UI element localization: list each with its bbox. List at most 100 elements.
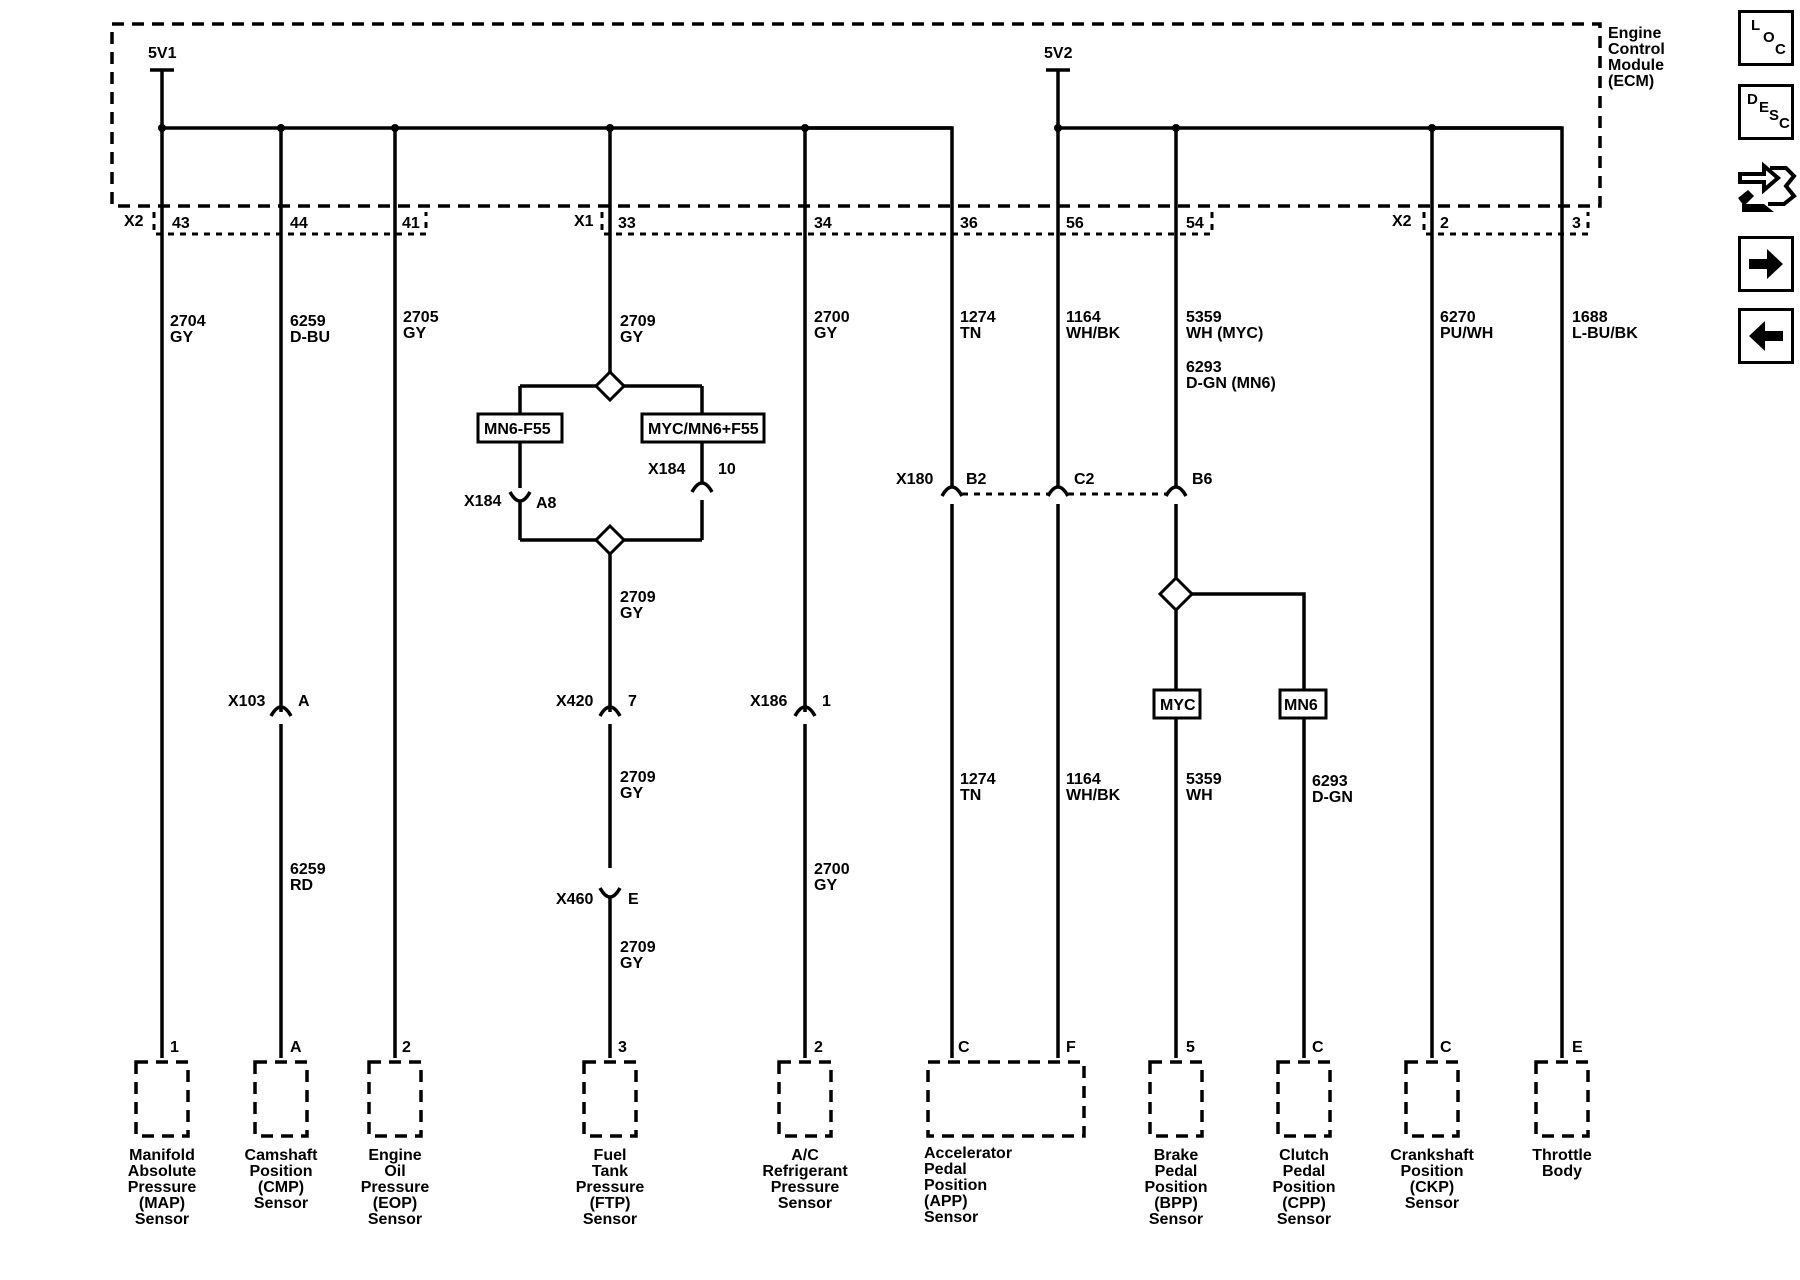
svg-text:C: C	[958, 1039, 970, 1056]
svg-text:Engine: Engine	[368, 1147, 421, 1164]
next-page-button[interactable]	[1738, 236, 1794, 292]
sensor-label-bpp: Brake Pedal Position (BPP) Sensor	[1144, 1147, 1207, 1228]
svg-text:1164: 1164	[1066, 309, 1101, 326]
supply-5v2: 5V2	[1044, 45, 1073, 128]
svg-text:E: E	[628, 891, 639, 908]
svg-text:C2: C2	[1074, 471, 1095, 488]
svg-text:(ECM): (ECM)	[1608, 73, 1654, 90]
svg-text:WH (MYC): WH (MYC)	[1186, 325, 1263, 342]
loc-letter-o: O	[1763, 29, 1775, 46]
svg-text:Pressure: Pressure	[128, 1179, 197, 1196]
svg-text:Throttle: Throttle	[1532, 1147, 1592, 1164]
svg-text:Position: Position	[1400, 1163, 1463, 1180]
svg-text:X460: X460	[556, 891, 593, 908]
ecm-boundary	[110, 22, 1602, 208]
svg-text:36: 36	[960, 215, 978, 232]
svg-text:54: 54	[1186, 215, 1204, 232]
ecm-label: Engine Control Module (ECM)	[1608, 25, 1665, 90]
svg-text:Tank: Tank	[592, 1163, 628, 1180]
svg-text:B2: B2	[966, 471, 987, 488]
svg-text:GY: GY	[620, 329, 643, 346]
desc-letter-c: C	[1779, 115, 1790, 132]
svg-text:41: 41	[402, 215, 420, 232]
svg-text:X420: X420	[556, 693, 593, 710]
supply-5v1: 5V1	[148, 45, 177, 128]
svg-text:Absolute: Absolute	[128, 1163, 197, 1180]
wire-app-signal: 1274 TN 1274 TN	[805, 126, 996, 1058]
loc-letter-l: L	[1751, 17, 1761, 34]
sensor-label-map: Manifold Absolute Pressure (MAP) Sensor	[128, 1147, 197, 1228]
svg-text:2700: 2700	[814, 309, 850, 326]
wire-eop: 2705 GY	[393, 128, 439, 1058]
connector-icon	[1738, 161, 1797, 212]
connector-x1: X1	[574, 212, 1214, 236]
location-button[interactable]: L O C	[1738, 10, 1794, 66]
svg-text:Accelerator: Accelerator	[924, 1145, 1012, 1162]
svg-text:B6: B6	[1192, 471, 1213, 488]
svg-text:Sensor: Sensor	[583, 1211, 637, 1228]
svg-text:Clutch: Clutch	[1279, 1147, 1329, 1164]
svg-text:X180: X180	[896, 471, 933, 488]
svg-text:33: 33	[618, 215, 636, 232]
svg-text:MYC: MYC	[1160, 697, 1196, 714]
svg-text:GY: GY	[403, 325, 426, 342]
connector-x2-right: X2	[1392, 212, 1590, 236]
svg-text:(MAP): (MAP)	[139, 1195, 185, 1212]
svg-text:C: C	[1440, 1039, 1452, 1056]
sensor-label-app: Accelerator Pedal Position (APP) Sensor	[924, 1145, 1012, 1226]
svg-text:Camshaft: Camshaft	[245, 1147, 319, 1164]
svg-text:PU/WH: PU/WH	[1440, 325, 1493, 342]
svg-text:Pressure: Pressure	[576, 1179, 645, 1196]
arrow-left-icon	[1749, 321, 1783, 351]
sensor-label-throttle: Throttle Body	[1532, 1147, 1592, 1180]
svg-text:Pressure: Pressure	[361, 1179, 430, 1196]
svg-text:Manifold: Manifold	[129, 1147, 195, 1164]
desc-letter-e: E	[1759, 99, 1770, 116]
svg-text:7: 7	[628, 693, 637, 710]
wire-throttle: 1688 L-BU/BK	[1432, 126, 1638, 1058]
svg-text:2: 2	[814, 1039, 823, 1056]
svg-text:2: 2	[1440, 215, 1449, 232]
svg-text:X103: X103	[228, 693, 265, 710]
svg-text:MN6: MN6	[1284, 697, 1318, 714]
svg-text:A8: A8	[536, 495, 557, 512]
svg-text:WH/BK: WH/BK	[1066, 787, 1121, 804]
svg-text:Control: Control	[1608, 41, 1665, 58]
description-button[interactable]: D E S C	[1738, 84, 1794, 140]
svg-text:6293: 6293	[1186, 359, 1222, 376]
svg-text:Sensor: Sensor	[1277, 1211, 1331, 1228]
wire-ckp: 6270 PU/WH	[1430, 128, 1493, 1058]
svg-text:Sensor: Sensor	[924, 1209, 978, 1226]
svg-text:5V1: 5V1	[148, 45, 177, 62]
svg-text:2709: 2709	[620, 769, 656, 786]
svg-text:1: 1	[170, 1039, 179, 1056]
svg-text:(FTP): (FTP)	[590, 1195, 631, 1212]
svg-text:Oil: Oil	[384, 1163, 405, 1180]
svg-text:5: 5	[1186, 1039, 1195, 1056]
connector-x180: X180 B2 C2 B6	[896, 471, 1213, 496]
arrow-right-icon	[1749, 249, 1783, 279]
svg-text:2709: 2709	[620, 313, 656, 330]
connector-end-view-button[interactable]	[1734, 160, 1798, 220]
svg-text:3: 3	[1572, 215, 1581, 232]
svg-text:D-GN: D-GN	[1312, 789, 1353, 806]
svg-text:Sensor: Sensor	[368, 1211, 422, 1228]
connector-x2-left: X2	[124, 212, 428, 236]
svg-text:TN: TN	[960, 787, 981, 804]
previous-page-button[interactable]	[1738, 308, 1794, 364]
svg-text:2705: 2705	[403, 309, 439, 326]
svg-text:Crankshaft: Crankshaft	[1390, 1147, 1474, 1164]
svg-text:D-GN (MN6): D-GN (MN6)	[1186, 375, 1276, 392]
svg-text:(CPP): (CPP)	[1282, 1195, 1326, 1212]
wire-app-56: 1164 WH/BK 1164 WH/BK	[1046, 128, 1121, 1058]
svg-text:(APP): (APP)	[924, 1193, 968, 1210]
svg-text:X184: X184	[648, 461, 685, 478]
svg-text:5359: 5359	[1186, 771, 1222, 788]
svg-text:RD: RD	[290, 877, 313, 894]
sensor-label-ac: A/C Refrigerant Pressure Sensor	[762, 1147, 848, 1212]
svg-text:43: 43	[172, 215, 190, 232]
sensor-label-ckp: Crankshaft Position (CKP) Sensor	[1390, 1147, 1474, 1212]
svg-text:Sensor: Sensor	[778, 1195, 832, 1212]
svg-text:1: 1	[822, 693, 831, 710]
